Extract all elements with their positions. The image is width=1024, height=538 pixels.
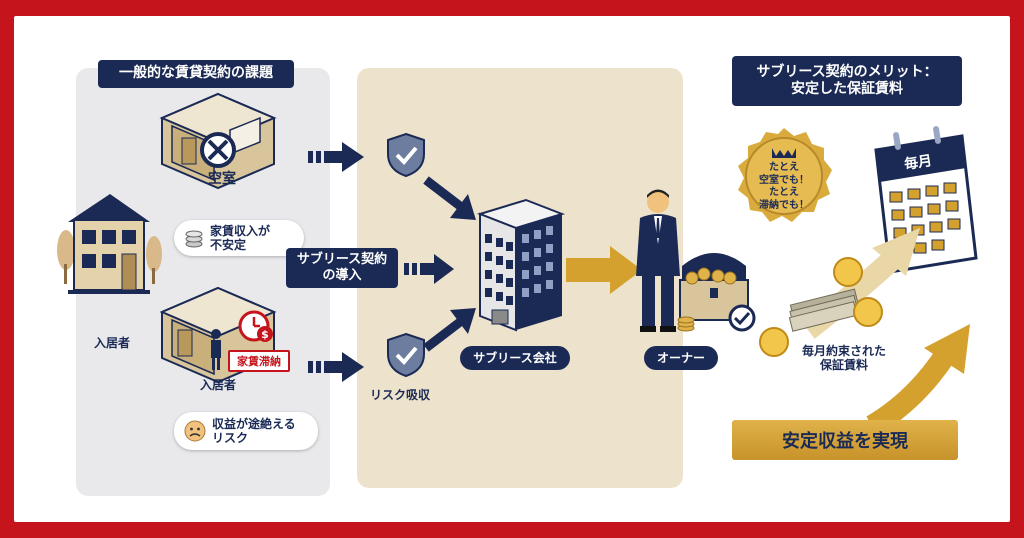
- coin-stack-icon: [185, 230, 203, 248]
- shield-check-icon-bottom: [387, 332, 425, 378]
- medal-text: たとえ 空室でも！ たとえ 滞納でも！: [759, 162, 809, 211]
- sublease-company-label: サブリース会社: [460, 346, 570, 370]
- arrow-top: [308, 142, 364, 172]
- treasure-chest-illustration: [677, 253, 756, 332]
- arrow-middle: [404, 254, 454, 284]
- vacancy-bubble-text: 家賃収入が 不安定: [210, 223, 271, 252]
- gold-arrow-right: [566, 246, 642, 294]
- office-building-illustration: [476, 198, 566, 332]
- vacancy-label: 空室: [208, 171, 236, 187]
- owner-businessman-illustration: [636, 189, 680, 332]
- arrow-bottom: [308, 352, 364, 382]
- worried-face-icon: [184, 420, 206, 442]
- vacancy-bubble: 家賃収入が 不安定: [174, 220, 304, 256]
- cross-circle-icon: [200, 132, 236, 168]
- svg-text:$: $: [261, 328, 269, 341]
- right-panel-title: サブリース契約のメリット： 安定した保証賃料: [732, 56, 962, 106]
- clock-dollar-icon: $: [238, 310, 273, 342]
- gold-coins-banknotes: [759, 257, 883, 357]
- stable-income-banner: 安定収益を実現: [732, 420, 958, 460]
- tenant-label-outer: 入居者: [94, 336, 131, 350]
- shield-check-icon-top: [387, 132, 425, 178]
- risk-absorb-label: リスク吸収: [370, 388, 431, 402]
- risk-bubble-text: 収益が途絶える リスク: [212, 416, 296, 445]
- canvas: 一般的な賃貸契約の課題 空室 家賃収入が 不安定: [14, 16, 1010, 522]
- sublease-intro-label: サブリース契約 の導入: [286, 248, 398, 288]
- arrears-tag: 家賃滞納: [228, 350, 290, 372]
- gold-medal-badge: [738, 128, 832, 222]
- left-panel-title: 一般的な賃貸契約の課題: [98, 60, 294, 88]
- tenant-label-room: 入居者: [200, 378, 237, 392]
- diagonal-arrow-up: [423, 308, 476, 352]
- owner-label: オーナー: [644, 346, 718, 370]
- payment-label: 毎月約束された 保証賃料: [801, 344, 886, 373]
- diagonal-arrow-down: [423, 176, 476, 220]
- house-illustration: [57, 194, 162, 294]
- risk-bubble: 収益が途絶える リスク: [174, 412, 318, 450]
